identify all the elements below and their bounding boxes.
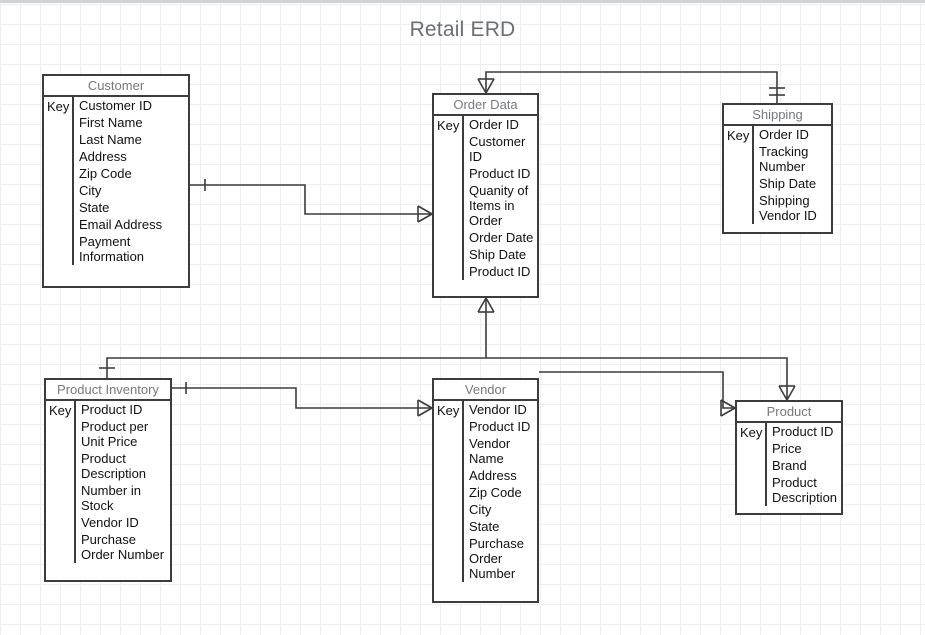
attribute-row: Product ID xyxy=(469,419,531,434)
attribute-row: City xyxy=(469,502,492,517)
entity-product-inventory[interactable]: Product Inventory Key Product ID Product… xyxy=(44,378,172,582)
entity-product-attributes: Product ID Price Brand Product Descripti… xyxy=(767,423,841,506)
connector-customer-orderdata xyxy=(190,179,433,223)
attribute-row: Zip Code xyxy=(79,166,132,181)
entity-shipping-body: Key Order ID Tracking Number Ship Date S… xyxy=(724,126,831,224)
attribute-row: Number in Stock xyxy=(81,483,141,513)
entity-product-inventory-title: Product Inventory xyxy=(46,380,170,401)
entity-order-data[interactable]: Order Data Key Order ID Customer ID Prod… xyxy=(432,93,539,298)
connector-orderdata-productinventory xyxy=(99,297,495,378)
entity-shipping-key-label: Key xyxy=(724,126,754,224)
attribute-row: Purchase Order Number xyxy=(469,536,524,581)
entity-customer-title: Customer xyxy=(44,76,188,97)
attribute-row: Vendor Name xyxy=(469,436,511,466)
entity-vendor[interactable]: Vendor Key Vendor ID Product ID Vendor N… xyxy=(432,378,539,603)
attribute-row: Tracking Number xyxy=(759,144,809,174)
diagram-title: Retail ERD xyxy=(409,18,516,41)
attribute-row: Quanity of Items in Order xyxy=(469,183,529,228)
attribute-row: Customer ID xyxy=(79,98,152,113)
entity-product[interactable]: Product Key Product ID Price Brand Produ… xyxy=(735,400,843,515)
entity-shipping-attributes: Order ID Tracking Number Ship Date Shipp… xyxy=(754,126,831,224)
attribute-row: Vendor ID xyxy=(469,402,527,417)
entity-product-inventory-key-label: Key xyxy=(46,401,76,563)
attribute-row: Product ID xyxy=(469,264,531,279)
attribute-row: Order Date xyxy=(469,230,534,245)
attribute-row: Brand xyxy=(772,458,807,473)
entity-order-data-key-label: Key xyxy=(434,116,464,280)
entity-customer-key-label: Key xyxy=(44,97,74,265)
attribute-row: Product Description xyxy=(81,451,147,481)
attribute-row: Address xyxy=(79,149,127,164)
attribute-row: Purchase Order Number xyxy=(81,532,165,562)
entity-product-inventory-body: Key Product ID Product per Unit Price Pr… xyxy=(46,401,170,563)
entity-customer-attributes: Customer ID First Name Last Name Address… xyxy=(74,97,188,265)
attribute-row: Zip Code xyxy=(469,485,522,500)
entity-order-data-body: Key Order ID Customer ID Product ID Quan… xyxy=(434,116,537,280)
entity-customer-body: Key Customer ID First Name Last Name Add… xyxy=(44,97,188,265)
attribute-row: State xyxy=(469,519,500,534)
attribute-row: Product ID xyxy=(469,166,531,181)
entity-vendor-title: Vendor xyxy=(434,380,537,401)
attribute-row: First Name xyxy=(79,115,143,130)
attribute-row: Address xyxy=(469,468,517,483)
attribute-row: Last Name xyxy=(79,132,142,147)
attribute-row: State xyxy=(79,200,110,215)
attribute-row: Payment Information xyxy=(79,234,145,264)
entity-shipping-title: Shipping xyxy=(724,105,831,126)
entity-order-data-title: Order Data xyxy=(434,95,537,116)
entity-vendor-body: Key Vendor ID Product ID Vendor Name Add… xyxy=(434,401,537,582)
attribute-row: Vendor ID xyxy=(81,515,139,530)
entity-order-data-attributes: Order ID Customer ID Product ID Quanity … xyxy=(464,116,537,280)
attribute-row: Ship Date xyxy=(759,176,817,191)
entity-vendor-attributes: Vendor ID Product ID Vendor Name Address… xyxy=(464,401,537,582)
entity-customer[interactable]: Customer Key Customer ID First Name Last… xyxy=(42,74,190,288)
attribute-row: Ship Date xyxy=(469,247,527,262)
attribute-row: City xyxy=(79,183,102,198)
attribute-row: Customer ID xyxy=(469,134,526,164)
canvas-top-edge xyxy=(0,0,925,3)
entity-vendor-key-label: Key xyxy=(434,401,464,582)
attribute-row: Shipping Vendor ID xyxy=(759,193,817,223)
attribute-row: Order ID xyxy=(759,127,809,142)
attribute-row: Product ID xyxy=(772,424,834,439)
attribute-row: Email Address xyxy=(79,217,163,232)
attribute-row: Price xyxy=(772,441,802,456)
entity-shipping[interactable]: Shipping Key Order ID Tracking Number Sh… xyxy=(722,103,833,234)
entity-product-title: Product xyxy=(737,402,841,423)
attribute-row: Product Description xyxy=(772,475,838,505)
connector-vendor-product xyxy=(539,371,736,417)
attribute-row: Product ID xyxy=(81,402,143,417)
entity-product-body: Key Product ID Price Brand Product Descr… xyxy=(737,423,841,506)
entity-product-key-label: Key xyxy=(737,423,767,506)
attribute-row: Order ID xyxy=(469,117,519,132)
entity-product-inventory-attributes: Product ID Product per Unit Price Produc… xyxy=(76,401,170,563)
attribute-row: Product per Unit Price xyxy=(81,419,149,449)
connector-productinventory-vendor xyxy=(172,382,433,417)
